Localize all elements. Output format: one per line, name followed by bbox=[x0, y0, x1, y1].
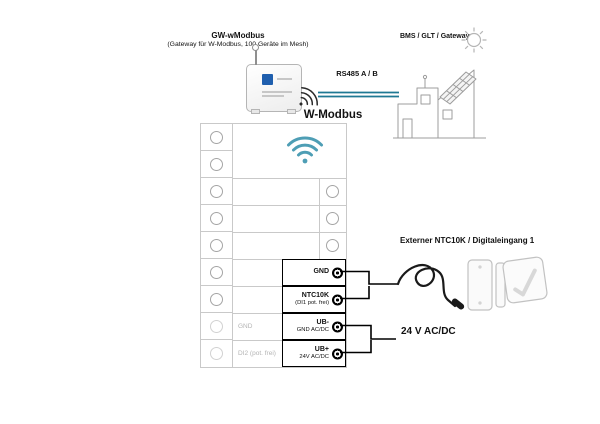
terminal-circle bbox=[210, 238, 223, 252]
terminal-circle bbox=[210, 347, 223, 360]
bms-label: BMS / GLT / Gateway bbox=[400, 33, 470, 40]
terminal-cell bbox=[201, 286, 232, 313]
wire-gnd bbox=[340, 270, 398, 285]
wire-ub-minus bbox=[340, 324, 396, 340]
terminal-circle bbox=[326, 212, 339, 225]
terminal-label: UB+ bbox=[314, 346, 329, 354]
gateway-subtitle: (Gateway für W-Modbus, 100 Geräte im Mes… bbox=[167, 41, 309, 48]
device-foot bbox=[251, 109, 260, 114]
wire-terminal-dot bbox=[331, 267, 343, 278]
terminal-circle bbox=[210, 265, 223, 279]
terminal-circle bbox=[210, 184, 223, 198]
terminal-sublabel: GND AC/DC bbox=[296, 327, 329, 334]
terminal-cell bbox=[201, 124, 232, 151]
terminal-circle bbox=[326, 239, 339, 252]
terminal-cell bbox=[201, 340, 232, 367]
grid-line bbox=[233, 205, 346, 206]
terminal-circle bbox=[326, 185, 339, 198]
sensor-wires bbox=[340, 270, 398, 354]
grid-line bbox=[319, 178, 320, 259]
terminal-circle bbox=[210, 319, 223, 333]
left-terminal-column bbox=[201, 124, 233, 367]
terminal-ub-plus: UB+ 24V AC/DC bbox=[282, 340, 346, 367]
supply-label: 24 V AC/DC bbox=[401, 326, 456, 337]
grid-line bbox=[233, 232, 346, 233]
terminal-label: UB- bbox=[316, 319, 329, 327]
terminal-circle bbox=[210, 130, 223, 144]
terminal-cell bbox=[201, 151, 232, 178]
device-print-line bbox=[262, 91, 292, 93]
antenna-tip bbox=[252, 44, 259, 51]
terminal-block: GND NTC10K (DI1 pot. frei) UB- GND AC/DC… bbox=[200, 123, 347, 368]
terminal-label: GND bbox=[313, 268, 329, 276]
terminal-cell bbox=[319, 232, 346, 259]
terminal-cell bbox=[201, 205, 232, 232]
terminal-cell bbox=[201, 259, 232, 286]
di2-gray-label: DI2 (pot. frei) bbox=[238, 350, 276, 357]
device-logo bbox=[262, 74, 273, 85]
rs485-label: RS485 A / B bbox=[336, 69, 378, 78]
wire-terminal-dot bbox=[331, 294, 343, 305]
gateway-title: GW-wModbus bbox=[211, 31, 265, 40]
terminal-cell bbox=[201, 313, 232, 340]
room-sensor-illustration bbox=[502, 256, 548, 304]
terminal-label: NTC10K bbox=[301, 292, 329, 300]
solar-panel bbox=[439, 71, 477, 105]
gnd-gray-label: GND bbox=[238, 323, 253, 330]
terminal-circle bbox=[210, 157, 223, 171]
device-print-line bbox=[262, 95, 284, 97]
building-illustration bbox=[393, 69, 486, 139]
ntc-probe-illustration bbox=[396, 264, 465, 310]
terminal-cell bbox=[319, 178, 346, 205]
terminal-circle bbox=[210, 211, 223, 225]
wire-terminal-dot bbox=[331, 321, 343, 332]
external-devices-label: Externer NTC10K / Digitaleingang 1 bbox=[400, 236, 535, 245]
terminal-sublabel: 24V AC/DC bbox=[299, 354, 329, 361]
wire-terminal-dot bbox=[331, 348, 343, 359]
terminal-sublabel: (DI1 pot. frei) bbox=[295, 300, 329, 307]
terminal-cell bbox=[201, 232, 232, 259]
terminal-cell bbox=[201, 178, 232, 205]
rs485-bus-line bbox=[318, 91, 399, 98]
gateway-device bbox=[246, 64, 302, 112]
device-print-line bbox=[277, 78, 292, 80]
contact-sensor-illustration bbox=[467, 259, 506, 311]
terminal-gnd: GND bbox=[282, 259, 346, 286]
sun-icon bbox=[461, 27, 487, 53]
antenna-icon bbox=[255, 49, 257, 65]
wmodbus-label: W-Modbus bbox=[303, 109, 363, 121]
device-foot bbox=[287, 109, 296, 114]
grid-line bbox=[233, 178, 346, 179]
terminal-ntc10k: NTC10K (DI1 pot. frei) bbox=[282, 286, 346, 313]
terminal-circle bbox=[210, 292, 223, 306]
terminal-cell bbox=[319, 205, 346, 232]
terminal-ub-minus: UB- GND AC/DC bbox=[282, 313, 346, 340]
